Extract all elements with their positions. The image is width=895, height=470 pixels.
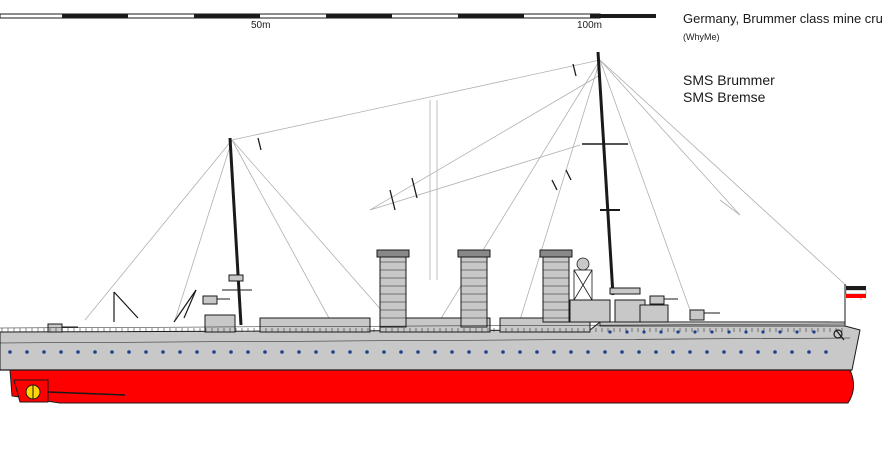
propeller-shaft [47,391,126,396]
porthole [76,350,80,354]
porthole [688,350,692,354]
porthole [659,330,663,334]
porthole [705,350,709,354]
porthole [569,350,573,354]
fore-mast [222,137,252,326]
porthole [620,350,624,354]
porthole [501,350,505,354]
porthole [8,350,12,354]
porthole [654,350,658,354]
credit-label: (WhyMe) [683,32,720,42]
porthole [603,350,607,354]
funnel-1 [376,249,410,328]
ensign-flag-icon [844,284,867,325]
porthole [280,350,284,354]
propeller-icon [25,384,41,400]
porthole [42,350,46,354]
porthole [314,350,318,354]
porthole [110,350,114,354]
scale-segment [326,14,392,18]
porthole [416,350,420,354]
porthole [229,350,233,354]
porthole [824,350,828,354]
porthole [812,330,816,334]
page-title: Germany, Brummer class mine cru [683,11,883,26]
deck-line [0,337,851,344]
porthole [297,350,301,354]
porthole [676,330,680,334]
scale-segment [590,14,656,18]
funnel-3 [539,249,573,323]
porthole [693,330,697,334]
railing-rail [0,323,846,329]
scale-bar [0,13,656,19]
porthole [637,350,641,354]
deck-railings [0,323,846,332]
porthole [744,330,748,334]
porthole [195,350,199,354]
scale-segments [62,14,656,18]
porthole [795,330,799,334]
porthole [671,350,675,354]
ship-name-1: SMS Brummer [683,72,775,88]
porthole [484,350,488,354]
porthole [331,350,335,354]
funnel-bands [380,261,569,319]
lattice-tower [573,257,593,301]
porthole [365,350,369,354]
scale-label-100m: 100m [577,20,603,31]
porthole [467,350,471,354]
scale-segment [194,14,260,18]
porthole [263,350,267,354]
scale-label-50m: 50m [251,20,271,31]
porthole [778,330,782,334]
porthole [178,350,182,354]
portholes [8,330,828,354]
porthole [518,350,522,354]
porthole [710,330,714,334]
crane-fore [173,289,197,323]
porthole [586,350,590,354]
porthole [739,350,743,354]
porthole [59,350,63,354]
porthole [433,350,437,354]
porthole [399,350,403,354]
porthole [25,350,29,354]
porthole [535,350,539,354]
porthole [727,330,731,334]
superstructure [204,287,669,333]
porthole [790,350,794,354]
porthole [773,350,777,354]
porthole [246,350,250,354]
main-mast [582,51,628,296]
hull-underwater [9,369,854,404]
porthole [93,350,97,354]
porthole [212,350,216,354]
funnel-2 [457,249,491,328]
porthole [382,350,386,354]
porthole [608,330,612,334]
porthole [722,350,726,354]
anchor-icon [833,329,845,341]
porthole [761,330,765,334]
porthole [552,350,556,354]
porthole [642,330,646,334]
porthole [144,350,148,354]
porthole [127,350,131,354]
crane-aft [113,291,139,322]
scale-segment [458,14,524,18]
porthole [807,350,811,354]
ship-name-2: SMS Bremse [683,89,766,105]
porthole [625,330,629,334]
rigging [84,59,863,321]
porthole [348,350,352,354]
porthole [450,350,454,354]
porthole [756,350,760,354]
porthole [161,350,165,354]
antenna-spreaders [257,63,577,211]
scale-segment [62,14,128,18]
